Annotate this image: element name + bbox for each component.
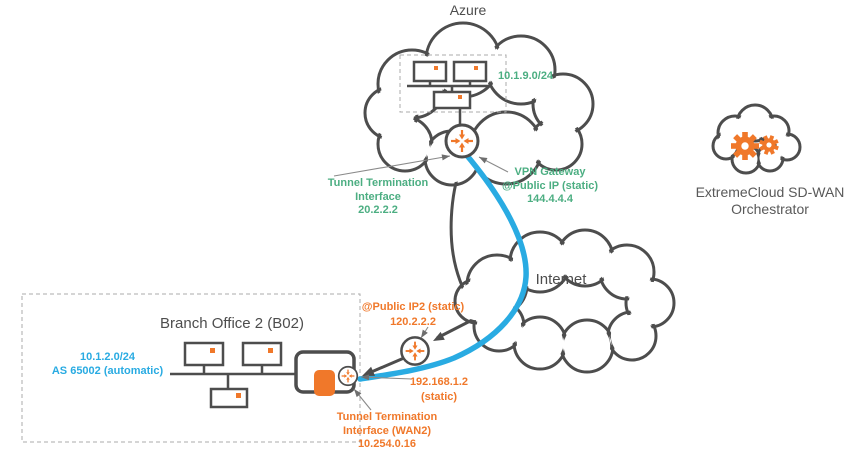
isp-router-to-appliance-link: [368, 356, 405, 375]
label-line: Orchestrator: [731, 201, 809, 217]
pc-icon: [241, 341, 283, 367]
azure-lan-icon: [407, 60, 491, 126]
leader-lines: [333, 154, 509, 411]
pc-icon: [452, 60, 488, 83]
pc-icon: [209, 387, 249, 409]
arrowhead: [433, 331, 445, 341]
internet-cloud: [453, 228, 676, 374]
orchestrator-cloud: [711, 103, 802, 175]
gear-icon: [731, 132, 759, 160]
azure-subnet-label: 10.1.9.0/24: [498, 70, 554, 82]
label-line: 192.168.1.2: [409, 376, 469, 388]
label-line: 10.1.2.0/24: [79, 351, 136, 363]
internet-label: Internet: [535, 271, 587, 288]
label-line: Tunnel Termination: [327, 177, 429, 189]
branch-title: Branch Office 2 (B02): [160, 315, 304, 332]
pc-icon: [412, 60, 448, 83]
label-line: VPN Gateway: [514, 166, 586, 178]
appliance-module: [314, 370, 335, 396]
label-line: Tunnel Termination: [336, 411, 438, 423]
label-line: @Public IP2 (static): [361, 301, 465, 313]
pc-icon: [183, 341, 225, 367]
azure-cloud: [363, 21, 595, 187]
pc-icon: [432, 90, 472, 110]
label-line: Interface (WAN2): [342, 424, 432, 437]
label-line: 10.254.0.16: [357, 438, 417, 450]
azure-subnet-box: [399, 54, 507, 113]
branch-tunnel-interface-label: Tunnel Termination Interface (WAN2) 10.2…: [325, 411, 449, 452]
isp-router-icon: [401, 337, 428, 364]
label-line: 120.2.2.2: [390, 316, 436, 328]
label-line: AS 65002 (automatic): [51, 364, 164, 377]
label-line: (static): [420, 391, 458, 403]
orchestrator-label: ExtremeCloud SD-WAN Orchestrator: [690, 184, 850, 218]
branch-lan-icon: [170, 341, 296, 409]
label-line: 144.4.4.4: [527, 193, 573, 205]
public-ip2-label: @Public IP2 (static) 120.2.2.2: [352, 300, 474, 330]
vpn-tunnel-line: [357, 149, 529, 382]
azure-tunnel-interface-label: Tunnel Termination Interface 20.2.2.2: [316, 177, 440, 218]
router-ip-label: 192.168.1.2 (static): [397, 375, 481, 405]
vpn-gateway-label: VPN Gateway @Public IP (static) 144.4.4.…: [492, 166, 608, 207]
branch-lan-label: 10.1.2.0/24 AS 65002 (automatic): [30, 351, 185, 378]
label-line: @Public IP (static): [501, 179, 599, 192]
label-line: 20.2.2.2: [358, 204, 398, 216]
internet-to-isp-router-link: [436, 315, 479, 340]
appliance-wan-port-icon: [339, 367, 358, 386]
vpn-gateway-router-icon: [446, 125, 478, 157]
label-line: ExtremeCloud SD-WAN: [695, 184, 845, 200]
label-line: Interface: [355, 190, 401, 203]
arrowhead: [362, 366, 375, 376]
branch-office-box: [21, 293, 361, 443]
azure-title: Azure: [449, 2, 487, 18]
sdwan-appliance-icon: [294, 350, 356, 396]
